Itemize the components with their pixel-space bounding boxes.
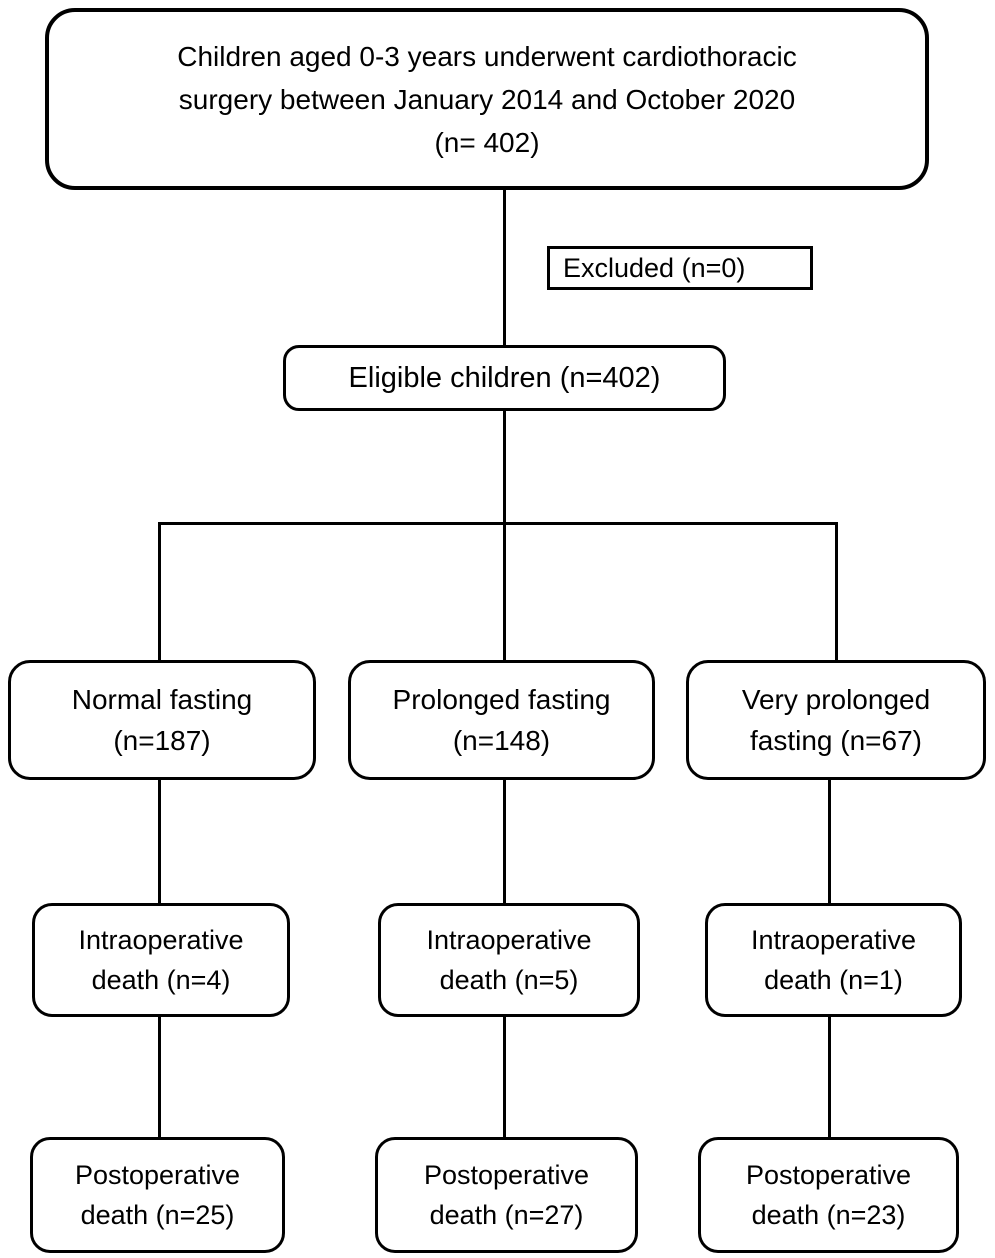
enrollment-text-line2: surgery between January 2014 and October… — [178, 83, 796, 115]
connector-right-intraop-to-postop — [828, 1016, 831, 1138]
eligible-label: Eligible children (n=402) — [348, 361, 661, 394]
group-prolonged-fasting-line2: (n=148) — [452, 725, 551, 756]
postoperative-prolonged-line2: death (n=27) — [429, 1200, 584, 1230]
connector-eligible-to-branch — [503, 411, 506, 524]
postoperative-death-box-prolonged: Postoperative death (n=27) — [375, 1137, 638, 1253]
intraoperative-prolonged-line1: Intraoperative — [426, 925, 592, 955]
intraoperative-normal-line1: Intraoperative — [78, 925, 244, 955]
intraoperative-death-box-normal: Intraoperative death (n=4) — [32, 903, 290, 1017]
group-box-very-prolonged-fasting: Very prolonged fasting (n=67) — [686, 660, 986, 780]
group-box-normal-fasting: Normal fasting (n=187) — [8, 660, 316, 780]
connector-enrollment-to-eligible — [503, 190, 506, 346]
intraoperative-very-prolonged-line2: death (n=1) — [764, 965, 903, 995]
intraoperative-death-box-prolonged: Intraoperative death (n=5) — [378, 903, 640, 1017]
postoperative-death-box-very-prolonged: Postoperative death (n=23) — [698, 1137, 959, 1253]
connector-center-group-to-intraop — [503, 779, 506, 904]
postoperative-very-prolonged-line2: death (n=23) — [751, 1200, 906, 1230]
connector-branch-left-drop — [158, 522, 161, 661]
group-very-prolonged-fasting-line1: Very prolonged — [741, 684, 931, 715]
enrollment-text-line3: (n= 402) — [434, 126, 540, 158]
enrollment-box: Children aged 0-3 years underwent cardio… — [45, 8, 929, 190]
eligible-box: Eligible children (n=402) — [283, 345, 726, 411]
connector-left-intraop-to-postop — [158, 1016, 161, 1138]
intraoperative-normal-line2: death (n=4) — [91, 965, 231, 995]
connector-left-group-to-intraop — [158, 779, 161, 904]
connector-branch-right-drop — [835, 522, 838, 661]
postoperative-prolonged-line1: Postoperative — [423, 1160, 590, 1190]
connector-branch-center-drop — [503, 522, 506, 661]
group-normal-fasting-line1: Normal fasting — [71, 684, 253, 715]
postoperative-death-box-normal: Postoperative death (n=25) — [30, 1137, 285, 1253]
postoperative-very-prolonged-line1: Postoperative — [745, 1160, 912, 1190]
postoperative-normal-line1: Postoperative — [74, 1160, 241, 1190]
intraoperative-death-box-very-prolonged: Intraoperative death (n=1) — [705, 903, 962, 1017]
connector-center-intraop-to-postop — [503, 1016, 506, 1138]
excluded-label: Excluded (n=0) — [563, 252, 746, 283]
intraoperative-prolonged-line2: death (n=5) — [439, 965, 579, 995]
group-very-prolonged-fasting-line2: fasting (n=67) — [750, 725, 922, 756]
group-box-prolonged-fasting: Prolonged fasting (n=148) — [348, 660, 655, 780]
connector-right-group-to-intraop — [828, 779, 831, 904]
connector-branch-horizontal — [158, 522, 838, 525]
intraoperative-very-prolonged-line1: Intraoperative — [750, 925, 917, 955]
enrollment-text-line1: Children aged 0-3 years underwent cardio… — [177, 40, 797, 72]
postoperative-normal-line2: death (n=25) — [80, 1200, 235, 1230]
group-prolonged-fasting-line1: Prolonged fasting — [392, 684, 611, 715]
group-normal-fasting-line2: (n=187) — [113, 725, 211, 756]
excluded-box: Excluded (n=0) — [547, 246, 813, 290]
